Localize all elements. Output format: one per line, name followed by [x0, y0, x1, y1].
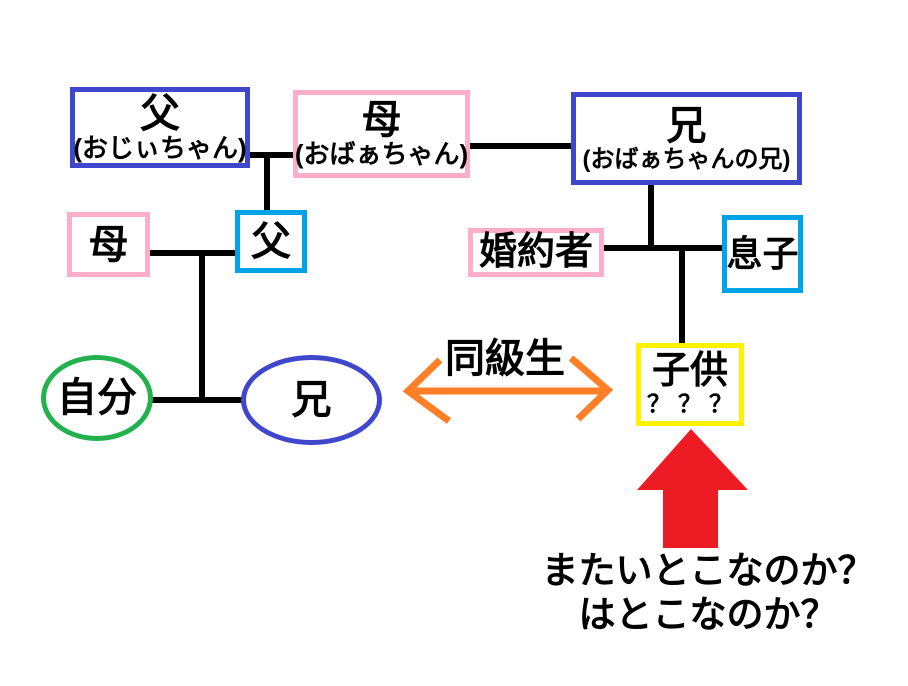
- connector-grandmother-brother: [466, 143, 573, 149]
- node-grandmother-brother-label: 兄: [666, 103, 707, 148]
- question-line-1: またいとこなのか？: [541, 550, 875, 591]
- node-fiancee: 婚約者: [468, 228, 604, 277]
- node-grandfather-sublabel: (おじぃちゃん): [73, 132, 247, 163]
- node-child: 子供 ？？？: [636, 343, 744, 426]
- node-son: 息子: [722, 215, 803, 293]
- node-myself: 自分: [41, 355, 153, 441]
- node-grandmother-brother-sublabel: (おばぁちゃんの兄): [582, 145, 791, 173]
- node-child-label: 子供: [651, 349, 728, 392]
- node-grandfather-label: 父: [140, 91, 180, 136]
- node-grandmother-label: 母: [361, 98, 402, 143]
- node-father: 父: [235, 210, 307, 273]
- node-child-sublabel: ？？？: [647, 390, 740, 418]
- connector-grandparents-to-father: [264, 155, 270, 213]
- node-mother: 母: [67, 212, 150, 277]
- connector-couple-to-child: [679, 248, 685, 345]
- connector-mother-father: [148, 250, 237, 256]
- node-father-label: 父: [251, 219, 291, 264]
- node-grandmother-sublabel: (おばぁちゃん): [294, 139, 469, 170]
- node-brother: 兄: [241, 355, 382, 445]
- question-line-2: はとこなのか？: [578, 593, 838, 635]
- node-mother-label: 母: [88, 222, 129, 267]
- node-fiancee-label: 婚約者: [478, 230, 593, 273]
- node-son-label: 息子: [726, 233, 799, 275]
- connector-brother-to-couple: [648, 183, 654, 251]
- node-grandmother-brother: 兄 (おばぁちゃんの兄): [571, 92, 802, 185]
- up-arrow-icon: [637, 429, 748, 548]
- node-grandmother: 母 (おばぁちゃん): [293, 90, 470, 178]
- question-text: またいとこなのか？ はとこなのか？: [522, 549, 894, 636]
- classmate-label: 同級生: [445, 337, 565, 381]
- node-myself-label: 自分: [57, 376, 137, 420]
- connector-grandfather-grandmother: [245, 152, 297, 158]
- connector-myself-brother: [151, 397, 243, 403]
- double-arrow-icon: [402, 355, 614, 424]
- connector-fiancee-son: [601, 245, 724, 251]
- connector-parents-to-siblings: [199, 253, 205, 403]
- node-brother-label: 兄: [291, 378, 332, 422]
- node-grandfather: 父 (おじぃちゃん): [70, 87, 250, 168]
